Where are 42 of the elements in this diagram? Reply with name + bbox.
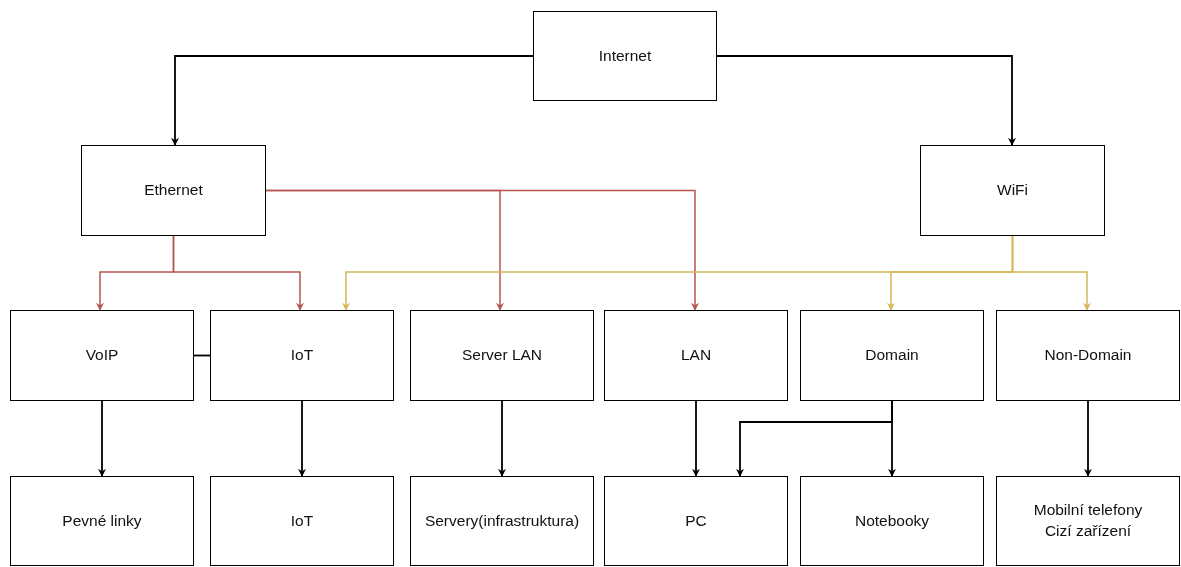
node-label: Ethernet bbox=[144, 180, 203, 201]
process-box bbox=[800, 310, 984, 401]
process-box bbox=[410, 476, 594, 566]
node-label: LAN bbox=[680, 345, 712, 366]
node-label: Servery(infrastruktura) bbox=[424, 510, 580, 531]
process-box bbox=[210, 476, 394, 566]
arrow bbox=[1011, 235, 1091, 311]
node-label: IoT bbox=[290, 510, 314, 531]
arrow bbox=[298, 400, 306, 477]
process-box bbox=[10, 476, 194, 566]
node-label: Non-Domain bbox=[1044, 345, 1132, 366]
process-box bbox=[604, 310, 788, 401]
process-box bbox=[533, 11, 717, 101]
node-label: WiFi bbox=[997, 180, 1028, 201]
node-label: Server LAN bbox=[461, 345, 543, 366]
arrow bbox=[265, 189, 699, 311]
process-box bbox=[996, 310, 1180, 401]
node-label: Mobilní telefony bbox=[1033, 500, 1143, 521]
node-label: Cizí zařízení bbox=[1044, 521, 1132, 541]
arrow bbox=[498, 400, 506, 477]
process-box bbox=[604, 476, 788, 566]
arrow bbox=[888, 400, 896, 477]
arrow bbox=[692, 400, 700, 477]
arrow bbox=[171, 55, 534, 146]
process-box bbox=[10, 310, 194, 401]
arrow bbox=[1084, 400, 1092, 477]
process-box bbox=[996, 476, 1180, 566]
arrow bbox=[172, 235, 304, 311]
process-box bbox=[800, 476, 984, 566]
process-box bbox=[410, 310, 594, 401]
node-label: Notebooky bbox=[854, 510, 930, 531]
node-label: Pevné linky bbox=[62, 510, 142, 531]
process-box bbox=[210, 310, 394, 401]
node-label: IoT bbox=[290, 345, 314, 366]
node-label: PC bbox=[685, 510, 707, 531]
process-box bbox=[81, 145, 266, 236]
node-label: Domain bbox=[865, 345, 919, 366]
node-label: Internet bbox=[598, 45, 652, 66]
node-label: VoIP bbox=[85, 345, 119, 366]
arrow bbox=[98, 400, 106, 477]
process-box bbox=[920, 145, 1105, 236]
arrow bbox=[716, 55, 1016, 146]
